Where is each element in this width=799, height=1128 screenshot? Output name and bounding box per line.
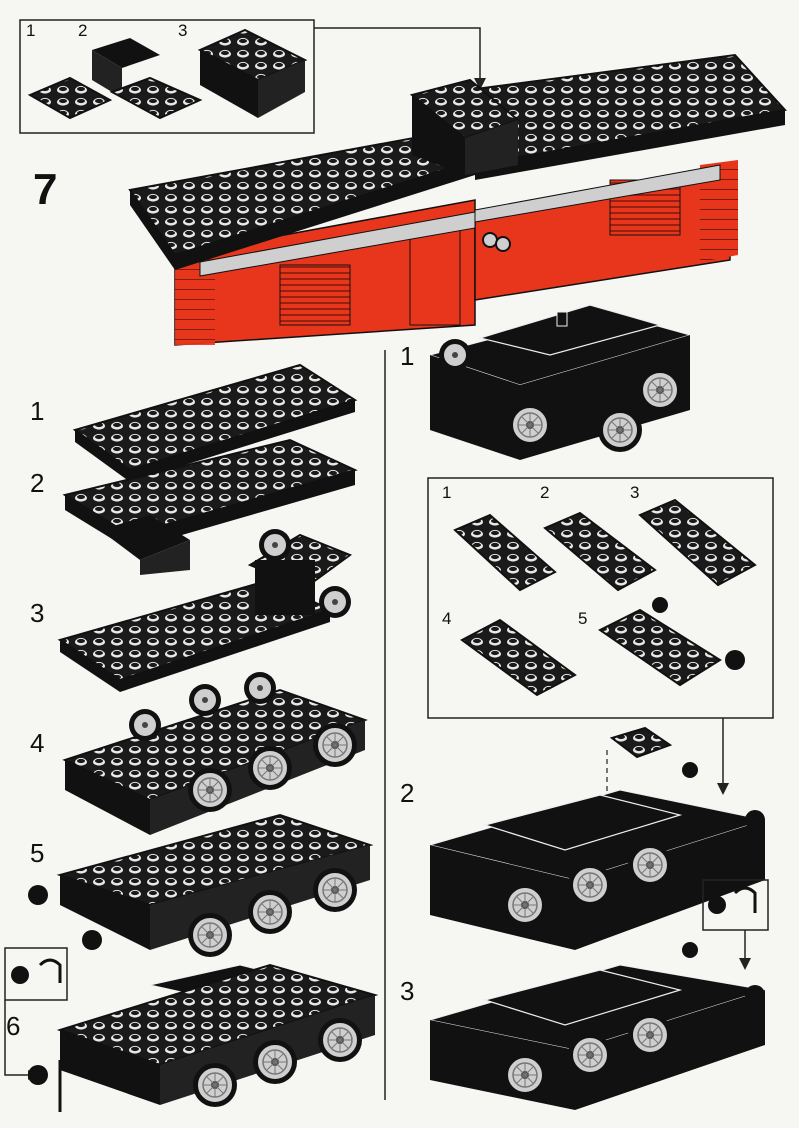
left-step-3-label: 3 bbox=[30, 598, 45, 628]
right-step-1-motor bbox=[428, 304, 692, 460]
left-step-6-chassis bbox=[4, 947, 379, 1112]
page-step-number: 7 bbox=[33, 165, 58, 214]
right-step-2-motor bbox=[428, 726, 767, 950]
right-step-1-label: 1 bbox=[400, 341, 415, 371]
left-step-1-label: 1 bbox=[30, 396, 45, 426]
right-step-2-label: 2 bbox=[400, 778, 415, 808]
right-callout-label-1: 1 bbox=[442, 483, 452, 502]
right-callout-label-2: 2 bbox=[540, 483, 550, 502]
right-callout-frame bbox=[427, 477, 774, 795]
left-step-4-label: 4 bbox=[30, 728, 45, 758]
top-callout-frame bbox=[19, 19, 486, 134]
right-callout-label-5: 5 bbox=[578, 609, 588, 628]
right-step-3-motor bbox=[429, 879, 769, 1110]
left-step-2-label: 2 bbox=[30, 468, 45, 498]
left-step-2-plates bbox=[62, 438, 358, 575]
right-step-3-label: 3 bbox=[400, 976, 415, 1006]
top-callout-label-2: 2 bbox=[78, 21, 88, 40]
left-step-3-chassis bbox=[57, 528, 353, 692]
left-step-1-plate bbox=[72, 363, 358, 482]
top-callout-label-1: 1 bbox=[26, 21, 36, 40]
right-callout-label-4: 4 bbox=[442, 609, 452, 628]
left-step-5-label: 5 bbox=[30, 838, 45, 868]
right-callout-label-3: 3 bbox=[630, 483, 640, 502]
left-step-6-label: 6 bbox=[6, 1011, 21, 1041]
locomotive-body-assembly bbox=[128, 53, 787, 346]
left-step-5-chassis bbox=[28, 813, 374, 958]
top-callout-label-3: 3 bbox=[178, 21, 188, 40]
left-step-4-chassis bbox=[62, 671, 368, 835]
